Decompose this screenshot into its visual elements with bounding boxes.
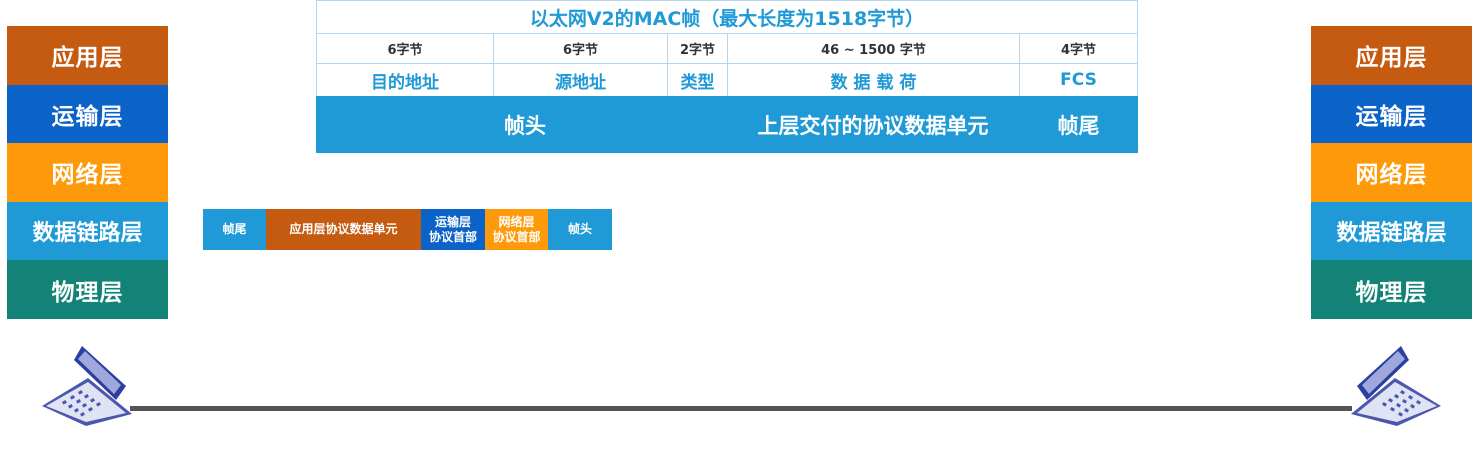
- size-payload: 46 ~ 1500 字节: [727, 33, 1019, 63]
- encapsulated-frame: 帧尾 应用层协议数据单元 运输层 协议首部 网络层 协议首部 帧头: [203, 209, 612, 250]
- right-datalink-layer: 数据链路层: [1311, 201, 1472, 261]
- packet-transport-header: 运输层 协议首部: [421, 209, 485, 250]
- right-transport-layer: 运输层: [1311, 84, 1472, 144]
- field-sizes-row: 6字节 6字节 2字节 46 ~ 1500 字节 4字节: [316, 33, 1138, 63]
- right-physical-layer: 物理层: [1311, 260, 1472, 319]
- band-frame-header: 帧头: [504, 113, 546, 138]
- mac-frame-table: 以太网V2的MAC帧（最大长度为1518字节） 6字节 6字节 2字节 46 ~…: [316, 0, 1138, 153]
- left-physical-layer: 物理层: [7, 260, 168, 319]
- left-transport-layer: 运输层: [7, 84, 168, 144]
- size-fcs: 4字节: [1019, 33, 1138, 63]
- network-header-line1: 网络层: [498, 214, 535, 229]
- right-protocol-stack: 应用层 运输层 网络层 数据链路层 物理层: [1311, 26, 1472, 319]
- packet-application-pdu: 应用层协议数据单元: [266, 209, 421, 250]
- size-src-addr: 6字节: [493, 33, 667, 63]
- left-protocol-stack: 应用层 运输层 网络层 数据链路层 物理层: [7, 26, 168, 319]
- transport-header-line1: 运输层: [434, 214, 471, 229]
- size-type: 2字节: [667, 33, 727, 63]
- band-frame-trailer: 帧尾: [1057, 113, 1100, 138]
- right-network-layer: 网络层: [1311, 143, 1472, 202]
- left-network-layer: 网络层: [7, 143, 168, 202]
- frame-section-band: 帧头 上层交付的协议数据单元 帧尾: [316, 96, 1138, 153]
- left-datalink-layer: 数据链路层: [7, 201, 168, 261]
- size-dest-addr: 6字节: [316, 33, 493, 63]
- field-payload: 数 据 载 荷: [727, 63, 1019, 96]
- transport-header-line2: 协议首部: [428, 229, 477, 244]
- packet-network-header: 网络层 协议首部: [485, 209, 548, 250]
- right-application-layer: 应用层: [1311, 26, 1472, 85]
- packet-frame-head: 帧头: [548, 209, 612, 250]
- field-type: 类型: [667, 63, 727, 96]
- laptop-icon: [40, 342, 136, 432]
- transmission-cable: [130, 406, 1352, 411]
- network-header-line2: 协议首部: [492, 229, 541, 244]
- packet-frame-tail: 帧尾: [203, 209, 266, 250]
- laptop-icon: [1347, 342, 1443, 432]
- field-fcs: FCS: [1019, 63, 1138, 96]
- band-upper-pdu: 上层交付的协议数据单元: [757, 113, 989, 138]
- mac-frame-title: 以太网V2的MAC帧（最大长度为1518字节）: [316, 0, 1138, 33]
- field-src-addr: 源地址: [493, 63, 667, 96]
- field-names-row: 目的地址 源地址 类型 数 据 载 荷 FCS: [316, 63, 1138, 96]
- field-dest-addr: 目的地址: [316, 63, 493, 96]
- left-application-layer: 应用层: [7, 26, 168, 85]
